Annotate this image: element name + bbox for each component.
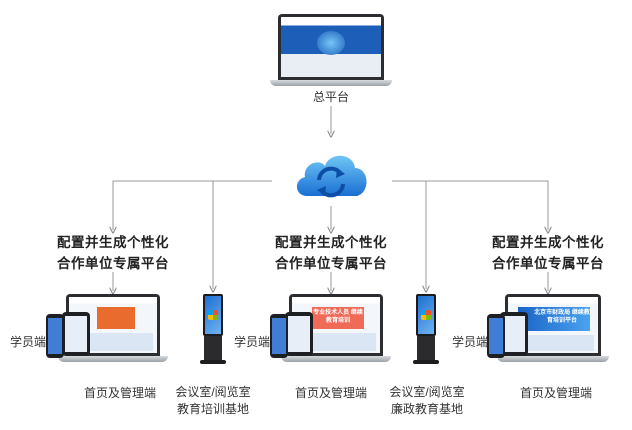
middle-tablet-icon: [285, 312, 313, 356]
top-platform-label: 总平台: [312, 90, 349, 104]
right-admin-label: 首页及管理端: [519, 386, 592, 400]
config-title-left: 配置并生成个性化 合作单位专属平台: [57, 235, 169, 271]
cloud-sync-icon: [296, 155, 367, 198]
right-banner-text: 北京市财政局 继续教育培训平台: [534, 310, 590, 324]
config-title-right: 配置并生成个性化 合作单位专属平台: [492, 235, 604, 271]
left-branch-line: [113, 180, 272, 230]
middle-student-label: 学员端: [234, 335, 271, 349]
right-phone-icon: [487, 314, 505, 358]
right-branch-line: [392, 180, 548, 230]
config-title-middle: 配置并生成个性化 合作单位专属平台: [275, 235, 387, 271]
middle-banner-text: 专业技术人员 继续教育培训: [313, 310, 363, 324]
left-kiosk-label: 会议室/阅览室 教育培训基地: [175, 385, 251, 416]
left-student-label: 学员端: [10, 335, 47, 349]
right-kiosk-label: 会议室/阅览室 廉政教育基地: [389, 385, 465, 416]
middle-phone-icon: [270, 314, 288, 358]
left-phone-icon: [46, 314, 64, 358]
right-student-label: 学员端: [452, 335, 489, 349]
left-admin-label: 首页及管理端: [83, 386, 156, 400]
middle-admin-label: 首页及管理端: [294, 386, 367, 400]
left-tablet-icon: [62, 312, 90, 356]
